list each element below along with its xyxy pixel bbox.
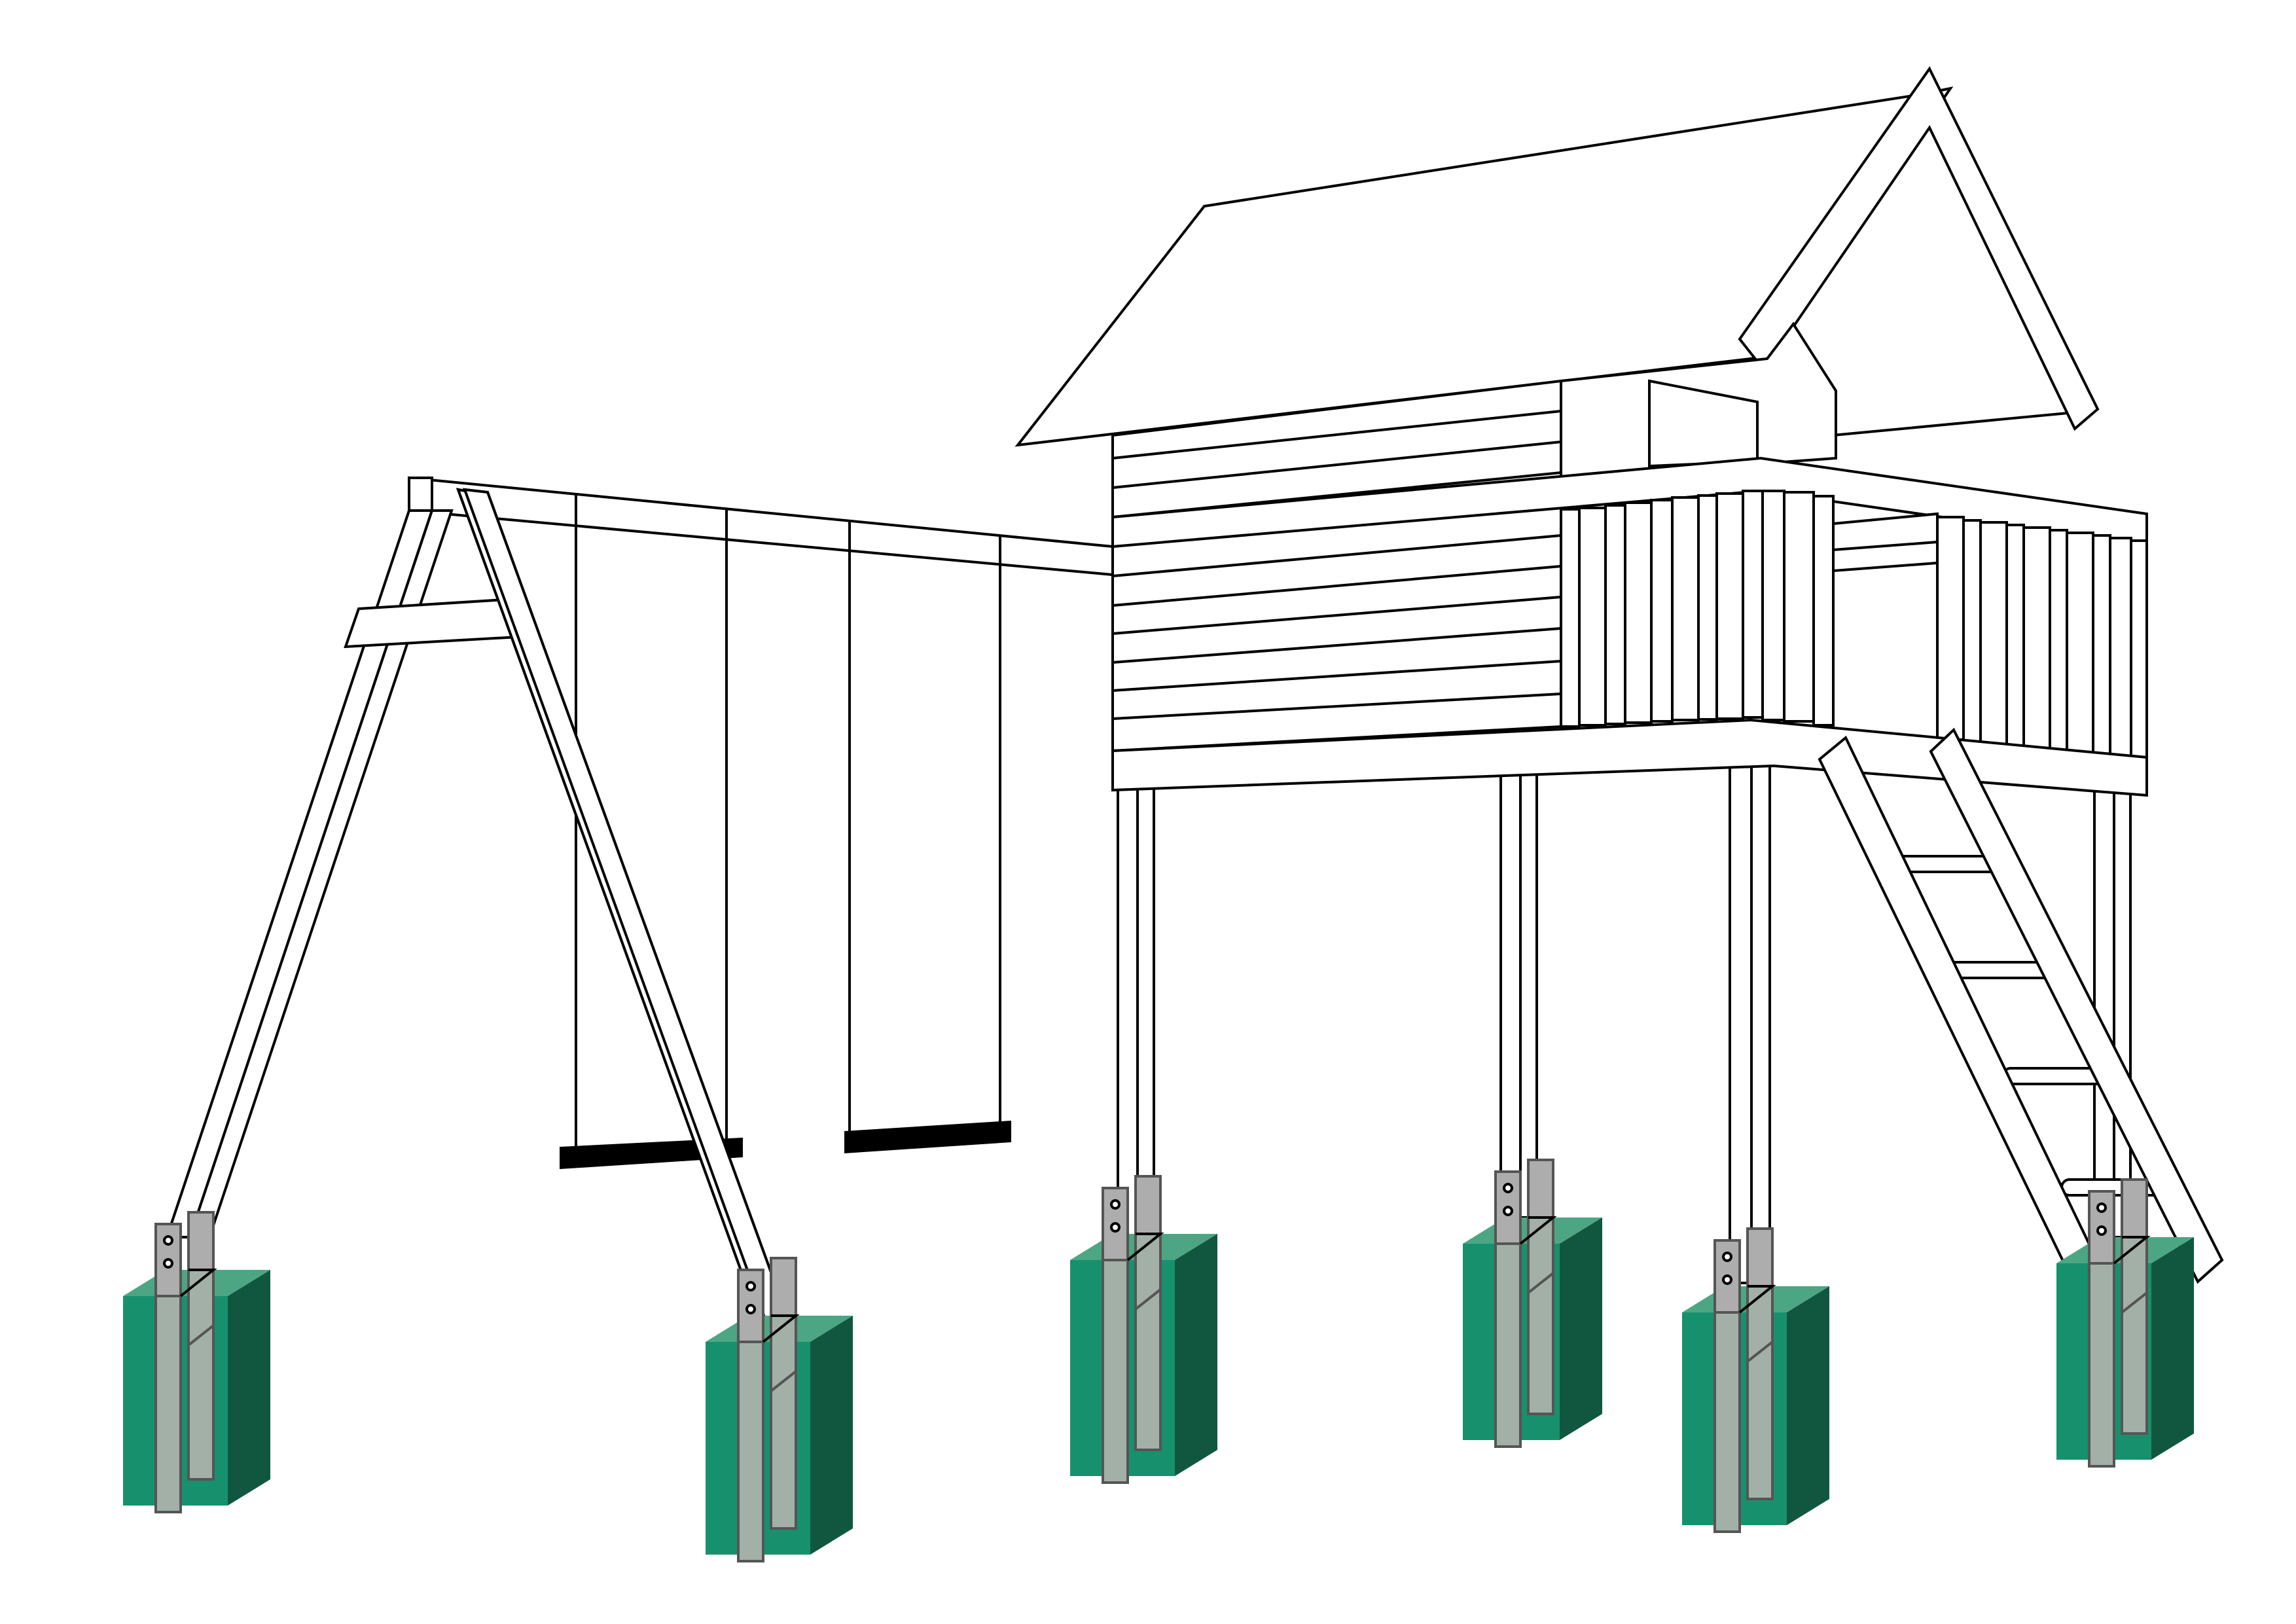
anchor-brace [1126,1233,1164,1261]
post-anchor-bracket [1134,1175,1162,1236]
anchor-brace [2113,1236,2151,1265]
anchor-brace-buried [1746,1341,1774,1363]
anchor-brace [762,1314,800,1343]
ladder [1818,727,2224,1321]
post-anchor-buried [1713,1311,1741,1533]
playhouse [1014,66,2148,1284]
post-anchor-buried [1746,1285,1774,1500]
swing-2-seat [844,1121,1011,1153]
anchor-bolt [2096,1225,2107,1236]
footing-side [1560,1218,1602,1440]
post-anchor-bracket [1746,1227,1774,1289]
footing-1 [123,1211,270,1513]
post-anchor-buried [770,1314,797,1530]
house-post-3b [1750,758,1771,1284]
anchor-bolt [163,1258,173,1269]
swing-top-beam [408,476,1114,577]
beam-end-cap [408,477,433,512]
post-anchor-bracket [1527,1159,1554,1220]
house-post-3 [1729,758,1753,1284]
footing-side [228,1270,270,1506]
footing-side [2151,1237,2194,1460]
left-wall [1111,379,1562,753]
anchor-bolt [1722,1274,1732,1285]
anchor-brace [1519,1216,1557,1245]
anchor-brace [179,1269,217,1297]
concrete-footings [123,1159,2194,1562]
post-anchor-buried [1134,1233,1162,1451]
post-anchor-buried [737,1341,764,1562]
anchor-bolt [2096,1202,2107,1213]
anchor-brace-buried [770,1370,797,1392]
footing-5 [1682,1227,1829,1533]
swings [560,494,1011,1169]
footing-2 [706,1257,853,1562]
post-anchor-buried [1102,1259,1129,1484]
footing-side [1787,1286,1829,1525]
anchor-bolt [1110,1222,1121,1233]
swing-frame [165,476,1114,1337]
anchor-bolt [745,1281,756,1291]
post-anchor-buried [154,1295,182,1513]
anchor-bolt [745,1304,756,1314]
anchor-bolt [1722,1252,1732,1262]
footing-4 [1463,1159,1602,1448]
anchor-brace-buried [1527,1272,1554,1294]
post-anchor-buried [2088,1262,2115,1468]
anchor-brace-buried [1134,1288,1162,1310]
post-anchor-buried [187,1269,215,1481]
anchor-bolt [1110,1199,1121,1210]
anchor-bolt [1503,1206,1513,1216]
post-anchor-bracket [187,1211,215,1272]
anchor-bolt [163,1235,173,1246]
footing-side [1175,1234,1217,1476]
railing-balusters [1560,490,1835,728]
footing-side [810,1316,853,1555]
house-post-4b [2113,784,2132,1238]
post-anchor-buried [2121,1236,2148,1435]
post-anchor-buried [1527,1216,1554,1415]
footing-6 [2056,1178,2194,1468]
anchor-brace-buried [2121,1291,2148,1314]
anchor-bolt [1503,1183,1513,1193]
ladder-right-rail [1929,727,2224,1284]
right-leg-front-overlay [456,488,796,1337]
footing-3 [1070,1175,1217,1484]
post-anchor-bracket [770,1257,797,1318]
house-post-2b [1519,765,1538,1219]
house-post-2 [1499,765,1522,1219]
anchor-brace [1738,1285,1776,1314]
back-railing [1832,512,2148,765]
post-anchor-bracket [2121,1178,2148,1240]
anchor-brace-buried [187,1324,215,1346]
deck-platform [1111,718,2148,797]
post-anchor-buried [1494,1242,1522,1448]
